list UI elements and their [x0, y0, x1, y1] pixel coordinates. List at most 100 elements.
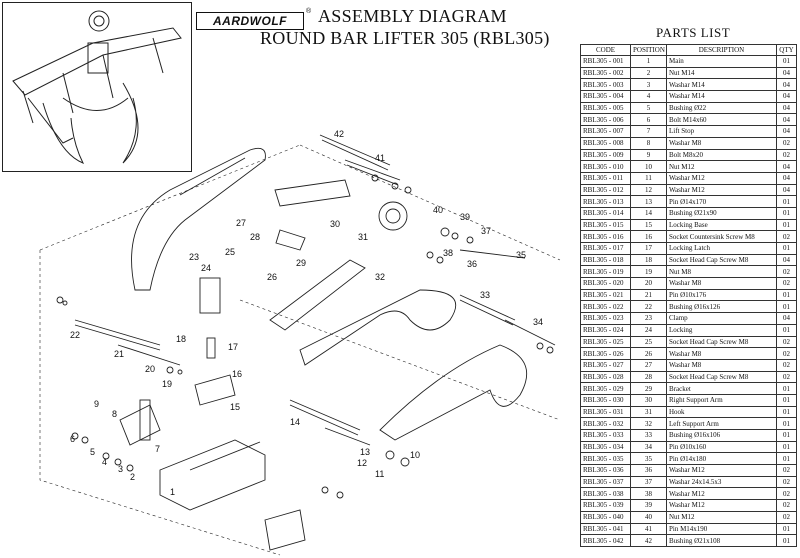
part-position-cell: 14	[630, 206, 667, 220]
column-header: DESCRIPTION	[666, 44, 777, 56]
callout-2: 2	[130, 472, 135, 482]
part-qty-cell: 04	[776, 101, 797, 115]
part-position-cell: 34	[630, 440, 667, 454]
part-qty-cell: 01	[776, 382, 797, 395]
callout-17: 17	[228, 342, 238, 352]
part-description-cell: Bushing Ø16x126	[666, 300, 777, 314]
part-position-cell: 13	[630, 195, 667, 208]
part-code-cell: RBL305 - 008	[580, 136, 631, 150]
part-code-cell: RBL305 - 002	[580, 66, 631, 80]
callout-14: 14	[290, 417, 300, 427]
pin-33	[459, 294, 516, 326]
part-position-cell: 10	[630, 160, 667, 173]
pin-22	[74, 319, 161, 351]
part-qty-cell: 01	[776, 300, 797, 314]
column-header: POSITION	[630, 44, 667, 56]
part-description-cell: Bushing Ø21x90	[666, 206, 777, 220]
callout-5: 5	[90, 447, 95, 457]
part-description-cell: Washar M12	[666, 183, 777, 197]
part-qty-cell: 01	[776, 440, 797, 454]
part-qty-cell: 02	[776, 277, 797, 290]
part-qty-cell: 01	[776, 452, 797, 466]
callout-labels: 1 2 3 4 5 6 7 8 9 10 11 12 13 14 15 16 1…	[70, 129, 543, 497]
part-qty-cell: 01	[776, 393, 797, 407]
part-description-cell: Right Support Arm	[666, 393, 777, 407]
part-qty-cell: 04	[776, 160, 797, 173]
part-description-cell: Pin Ø10x176	[666, 288, 777, 302]
part-qty-cell: 04	[776, 171, 797, 185]
part-code-cell: RBL305 - 031	[580, 405, 631, 419]
callout-20: 20	[145, 364, 155, 374]
part-code-cell: RBL305 - 020	[580, 277, 631, 290]
part-position-cell: 38	[630, 487, 667, 501]
column-header: CODE	[580, 44, 631, 56]
pin-35	[459, 249, 526, 259]
part-description-cell: Nut M8	[666, 265, 777, 279]
part-position-cell: 2	[630, 66, 667, 80]
callout-13: 13	[360, 447, 370, 457]
part-description-cell: Socket Head Cap Screw M8	[666, 253, 777, 267]
part-qty-cell: 02	[776, 265, 797, 279]
part-position-cell: 40	[630, 510, 667, 524]
diagram-title: ASSEMBLY DIAGRAM	[318, 6, 507, 26]
callout-42: 42	[334, 129, 344, 139]
locking-base-15	[194, 374, 236, 406]
part-code-cell: RBL305 - 014	[580, 206, 631, 220]
part-position-cell: 36	[630, 464, 667, 477]
callout-26: 26	[267, 272, 277, 282]
part-position-cell: 23	[630, 312, 667, 325]
part-qty-cell: 02	[776, 370, 797, 384]
part-qty-cell: 01	[776, 288, 797, 302]
part-description-cell: Lift Stop	[666, 125, 777, 138]
part-code-cell: RBL305 - 037	[580, 475, 631, 489]
part-position-cell: 37	[630, 475, 667, 489]
pin-42	[319, 134, 391, 171]
callout-25: 25	[225, 247, 235, 257]
callout-6: 6	[70, 434, 75, 444]
part-description-cell: Washar M12	[666, 499, 777, 512]
part-code-cell: RBL305 - 010	[580, 160, 631, 173]
part-position-cell: 15	[630, 218, 667, 232]
part-code-cell: RBL305 - 015	[580, 218, 631, 232]
part-position-cell: 35	[630, 452, 667, 466]
part-qty-cell: 04	[776, 113, 797, 127]
part-code-cell: RBL305 - 041	[580, 522, 631, 536]
part-description-cell: Washar M8	[666, 358, 777, 372]
part-position-cell: 33	[630, 429, 667, 442]
part-code-cell: RBL305 - 036	[580, 464, 631, 477]
part-qty-cell: 02	[776, 136, 797, 150]
part-qty-cell: 02	[776, 347, 797, 360]
part-description-cell: Bushing Ø22	[666, 101, 777, 115]
part-code-cell: RBL305 - 021	[580, 288, 631, 302]
part-outlines	[39, 134, 561, 556]
part-description-cell: Bushing Ø21x108	[666, 534, 777, 547]
pin-34	[504, 319, 556, 346]
part-qty-cell: 01	[776, 218, 797, 232]
part-qty-cell: 01	[776, 429, 797, 442]
callout-1: 1	[170, 487, 175, 497]
locking-latch-17	[206, 337, 216, 359]
part-qty-cell: 02	[776, 510, 797, 524]
part-position-cell: 9	[630, 148, 667, 162]
pin-21	[117, 344, 181, 366]
registered-mark: ®	[306, 8, 312, 15]
part-code-cell: RBL305 - 011	[580, 171, 631, 185]
callout-22: 22	[70, 330, 80, 340]
part-position-cell: 27	[630, 358, 667, 372]
parts-list-title: PARTS LIST	[656, 25, 731, 40]
